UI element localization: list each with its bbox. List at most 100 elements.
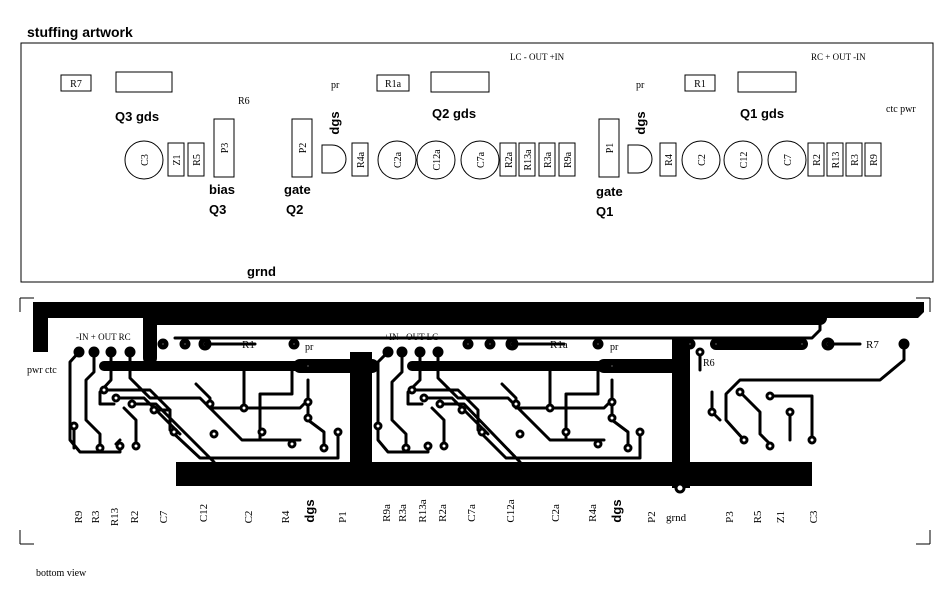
- r13a-box: [518, 142, 536, 177]
- pcb-label-r3: R3: [90, 510, 102, 523]
- pcb-label-c7a: C7a: [466, 504, 478, 522]
- q1-gds-label: Q1 gds: [740, 106, 784, 121]
- r2a-box: [499, 142, 517, 177]
- inner-bus: [143, 311, 827, 365]
- p3-box: [213, 118, 235, 178]
- pcb-pwr-ctc: pwr ctc: [27, 365, 57, 376]
- q1-footprint: [737, 71, 797, 93]
- c2a-capacitor: [377, 140, 417, 180]
- c3-capacitor: [124, 140, 164, 180]
- r1-label: R1: [694, 79, 706, 90]
- q3-label: Q3: [209, 202, 226, 217]
- r13-box: [826, 142, 844, 177]
- c2-label: C2: [697, 154, 708, 166]
- stuffing-panel: LC - OUT +IN RC + OUT -IN ctc pwr pr pr …: [20, 42, 934, 283]
- pcb-label-c2a: C2a: [550, 504, 562, 522]
- pcb-label-c12: C12: [198, 504, 210, 522]
- r13a-label: R13a: [523, 149, 534, 171]
- pcb-label-c7: C7: [158, 510, 170, 523]
- r3a-label: R3a: [543, 151, 554, 168]
- ctc-pwr-label: ctc pwr: [886, 104, 916, 115]
- c3-label: C3: [140, 154, 151, 166]
- r13-label: R13: [831, 152, 842, 169]
- r5-box: [187, 142, 205, 177]
- r2a-label: R2a: [504, 151, 515, 168]
- r7-box: [60, 74, 92, 92]
- pcb-label-p2: P2: [646, 511, 658, 523]
- c7a-capacitor: [460, 140, 500, 180]
- pcb-label-r13a: R13a: [417, 499, 429, 522]
- grnd-spine: [672, 338, 690, 488]
- inner-bus-edge: [173, 310, 822, 340]
- c12-capacitor: [723, 140, 763, 180]
- q2-gds-label: Q2 gds: [432, 106, 476, 121]
- pcb-label-r3a: R3a: [397, 504, 409, 522]
- q1-label: Q1: [596, 204, 613, 219]
- r9-label: R9: [869, 154, 880, 166]
- pcb-label-r9a: R9a: [381, 504, 393, 522]
- p2-label: P2: [298, 143, 309, 154]
- pcb-label-r4a: R4a: [587, 504, 599, 522]
- q3-footprint: [115, 71, 173, 93]
- c12a-capacitor: [416, 140, 456, 180]
- lc-pin-label: LC - OUT +IN: [510, 52, 565, 62]
- r1a-box: [376, 74, 410, 92]
- p1-box: [598, 118, 620, 178]
- grnd-label: grnd: [247, 264, 276, 279]
- r7-label: R7: [70, 79, 82, 90]
- q3-gds-label: Q3 gds: [115, 109, 159, 124]
- gate-label-q2: gate: [284, 182, 311, 197]
- pcb-label-c12a: C12a: [505, 499, 517, 522]
- pcb-r7: R7: [866, 339, 879, 351]
- pcb-label-grnd: grnd: [666, 512, 687, 524]
- pcb-label-dgs-q2: dgs: [609, 499, 624, 522]
- r9a-box: [558, 142, 576, 177]
- pcb-label-dgs-q1: dgs: [302, 499, 317, 522]
- r2-label: R2: [812, 154, 823, 166]
- z1-box: [167, 142, 185, 177]
- pcb-pr-left: pr: [305, 342, 314, 353]
- stuffing-border: [20, 42, 934, 283]
- pcb-r6: R6: [703, 358, 715, 369]
- pcb-label-c3: C3: [808, 510, 820, 523]
- q2-transistor-outline: [321, 144, 347, 174]
- p3-label: P3: [220, 143, 231, 154]
- c2a-label: C2a: [393, 151, 404, 168]
- q2-footprint: [430, 71, 490, 93]
- dgs-label-q1: dgs: [633, 111, 648, 134]
- r6-label: R6: [238, 96, 250, 107]
- grnd-pad: [674, 482, 686, 494]
- pcb-label-r2: R2: [129, 511, 141, 524]
- pcb-label-r5: R5: [752, 510, 764, 523]
- q1-transistor-outline: [627, 144, 653, 174]
- r4a-label: R4a: [356, 151, 367, 168]
- pcb-left-pins: -IN + OUT RC: [76, 332, 131, 342]
- r3-label: R3: [850, 154, 861, 166]
- c12-label: C12: [739, 152, 750, 169]
- p2-box: [291, 118, 313, 178]
- q2-label: Q2: [286, 202, 303, 217]
- r3-box: [845, 142, 863, 177]
- pcb-label-r9: R9: [73, 510, 85, 523]
- pcb-label-z1: Z1: [775, 511, 787, 523]
- pcb-r1: R1: [242, 339, 255, 351]
- dgs-label-q2: dgs: [327, 111, 342, 134]
- z1-label: Z1: [172, 154, 183, 165]
- c7-label: C7: [783, 154, 794, 166]
- r1a-label: R1a: [385, 79, 402, 90]
- rc-pin-label: RC + OUT -IN: [811, 52, 866, 62]
- pcb-label-r4: R4: [280, 510, 292, 523]
- pcb-label-r2a: R2a: [437, 504, 449, 522]
- p1-label: P1: [605, 143, 616, 154]
- pcb-mid-pins: +IN - OUT LC: [384, 332, 438, 342]
- pcb-panel: -IN + OUT RC +IN - OUT LC pwr ctc R1 R1a…: [19, 297, 931, 545]
- pcb-label-p3: P3: [724, 511, 736, 523]
- r3a-box: [538, 142, 556, 177]
- pcb-label-r13: R13: [109, 507, 121, 526]
- title: stuffing artwork: [27, 24, 133, 40]
- r4-label: R4: [664, 154, 675, 166]
- r4a-box: [351, 142, 369, 177]
- r4-box: [659, 142, 677, 177]
- r9a-label: R9a: [563, 151, 574, 168]
